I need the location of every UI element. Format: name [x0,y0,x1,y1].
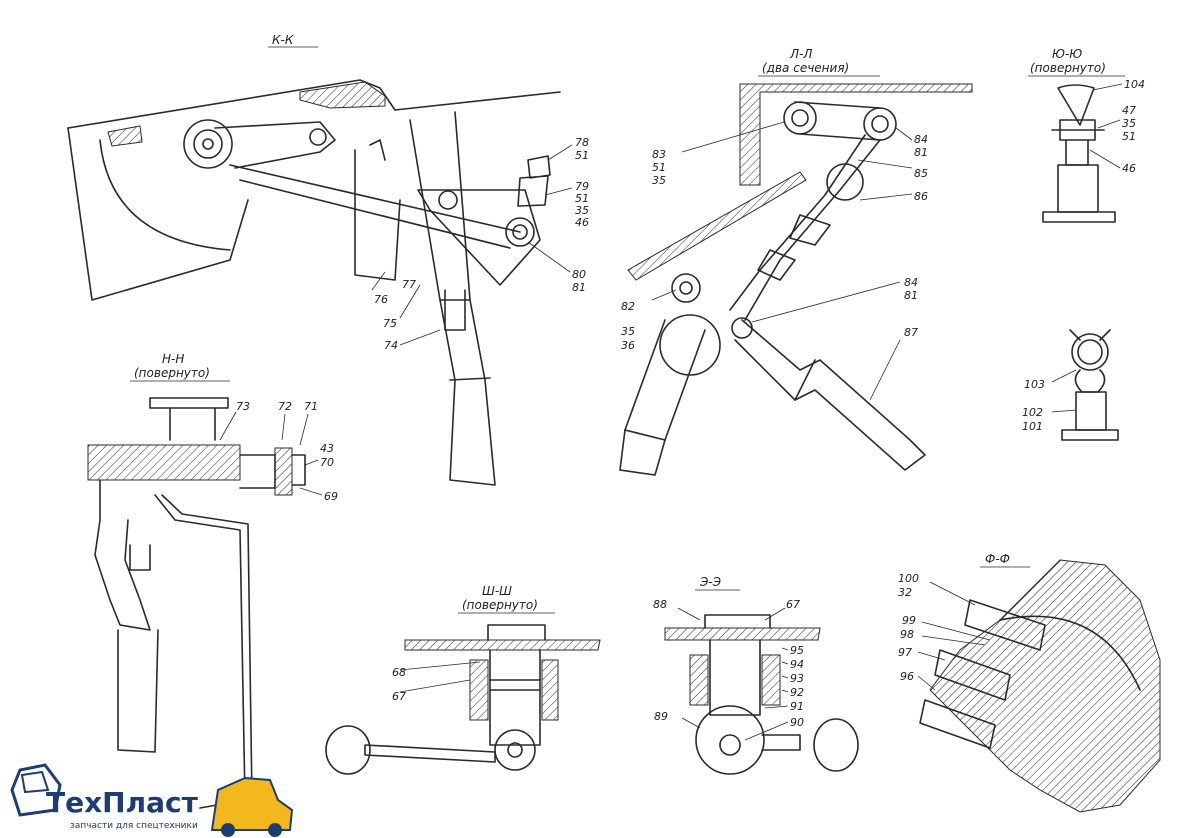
label-k-5: 46 [575,216,589,229]
label-k-11: 74 [384,339,398,352]
label-l-7: 84 [904,276,918,289]
logo-tagline: запчасти для спецтехники [70,821,198,831]
label-l-5: 85 [914,167,928,180]
label-l-8: 81 [904,289,918,302]
logo-name-suffix: Пласт [102,786,198,819]
section-yu-subtitle: (повернуто) [1030,61,1106,75]
label-k-0: 78 [575,136,589,149]
label-f-2: 99 [902,614,916,627]
label-sh-0: 68 [392,666,406,679]
label-l-0: 83 [652,148,666,161]
label-e-3: 94 [790,658,804,671]
section-e-title: Э-Э [699,575,722,589]
logo-name: ТехПласт [46,786,199,819]
label-e-4: 93 [790,672,804,685]
label-e-1: 67 [786,598,800,611]
label-sh-1: 67 [392,690,406,703]
section-f-title: Ф-Ф [985,552,1010,566]
label-k-7: 81 [572,281,586,294]
section-n-subtitle: (повернуто) [134,366,210,380]
label-yu-7: 101 [1022,420,1043,433]
section-k-title: К-К [272,33,294,47]
section-yu-title: Ю-Ю [1052,47,1082,61]
label-yu-0: 104 [1124,78,1145,91]
label-k-10: 75 [383,317,397,330]
label-l-3: 84 [914,133,928,146]
label-yu-3: 51 [1122,130,1136,143]
label-yu-4: 46 [1122,162,1136,175]
label-n-0: 73 [236,400,250,413]
label-yu-6: 102 [1022,406,1043,419]
label-f-0: 100 [898,572,919,585]
label-yu-5: 103 [1024,378,1045,391]
label-f-4: 97 [898,646,912,659]
label-f-1: 32 [898,586,912,599]
label-e-6: 91 [790,700,804,713]
techplast-logo: ТехПласт запчасти для спецтехники [10,763,294,837]
label-k-8: 77 [402,278,416,291]
label-l-1: 51 [652,161,666,174]
section-f-f: Ф-Ф 100 32 99 98 97 96 [898,552,1161,813]
label-f-5: 96 [900,670,914,683]
excavator-icon [10,763,62,817]
section-k-k: К-К 78 [67,33,589,486]
label-l-4: 81 [914,146,928,159]
section-sh-subtitle: (повернуто) [462,598,538,612]
label-l-10: 35 [621,325,635,338]
label-yu-1: 47 [1122,104,1136,117]
label-k-3: 51 [575,192,589,205]
label-l-9: 82 [621,300,635,313]
section-n-title: Н-Н [162,352,184,366]
section-sh-title: Ш-Ш [482,584,512,598]
label-k-9: 76 [374,293,388,306]
label-n-1: 72 [278,400,292,413]
label-l-2: 35 [652,174,666,187]
label-n-2: 71 [304,400,318,413]
label-l-12: 87 [904,326,918,339]
section-l-subtitle: (два сечения) [762,61,849,75]
section-yu-yu: Ю-Ю (повернуто) 104 47 35 51 46 103 102 … [1022,47,1145,441]
label-k-4: 35 [575,204,589,217]
section-n-n: Н-Н (повернуто) 73 72 71 43 70 69 [87,352,338,809]
label-e-5: 92 [790,686,804,699]
section-e-e: Э-Э 88 67 95 94 93 92 91 90 89 [653,575,859,775]
label-f-3: 98 [900,628,914,641]
section-sh-sh: Ш-Ш (повернуто) 68 67 [325,584,601,775]
label-e-2: 95 [790,644,804,657]
label-k-1: 51 [575,149,589,162]
label-l-6: 86 [914,190,928,203]
label-k-6: 80 [572,268,586,281]
section-l-l: Л-Л (два сечения) 83 51 35 84 8 [619,47,973,476]
label-e-8: 89 [654,710,668,723]
label-n-4: 70 [320,456,334,469]
label-l-11: 36 [621,339,635,352]
label-e-7: 90 [790,716,804,729]
label-e-0: 88 [653,598,667,611]
section-l-title: Л-Л [789,47,812,61]
label-n-3: 43 [320,442,334,455]
label-n-5: 69 [324,490,338,503]
logo-name-prefix: Тех [46,786,102,819]
label-k-2: 79 [575,180,589,193]
label-yu-2: 35 [1122,117,1136,130]
loader-icon [210,776,294,837]
